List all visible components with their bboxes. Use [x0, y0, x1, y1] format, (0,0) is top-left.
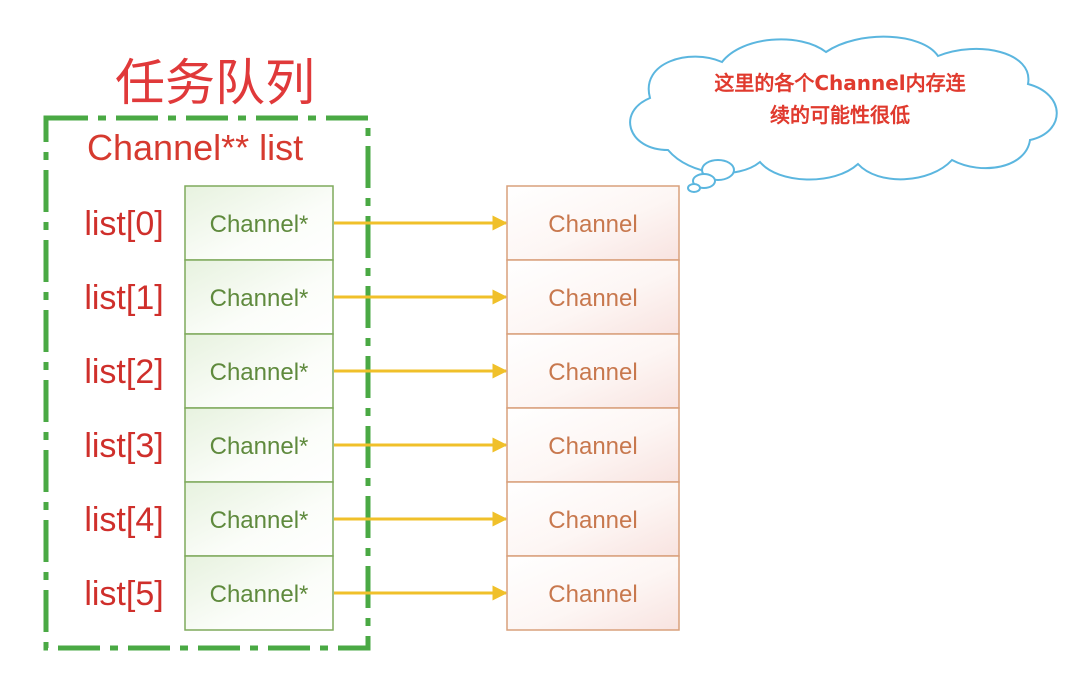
thought-cloud: 这里的各个Channel内存连 续的可能性很低 — [629, 35, 1058, 193]
cloud-shape — [629, 35, 1058, 181]
channel-cell-label: Channel — [548, 285, 637, 312]
channel-cell — [506, 481, 680, 557]
pointer-cell — [184, 259, 334, 335]
cloud-bubble-small — [687, 183, 701, 193]
list-frame-dashed — [43, 115, 371, 651]
list-index-label: list[0] — [84, 205, 163, 243]
channel-cell — [506, 185, 680, 261]
pointer-cell-label: Channel* — [210, 507, 309, 534]
list-index-label: list[4] — [84, 501, 163, 539]
channel-cell — [506, 555, 680, 631]
diagram-title: 任务队列 — [115, 54, 315, 112]
list-index-label: list[1] — [84, 279, 163, 317]
channel-cell-label: Channel — [548, 507, 637, 534]
pointer-cell-label: Channel* — [210, 433, 309, 460]
list-index-label: list[5] — [84, 575, 163, 613]
pointer-cell — [184, 333, 334, 409]
channel-cell-label: Channel — [548, 211, 637, 238]
pointer-cell — [184, 481, 334, 557]
pointer-cell — [184, 555, 334, 631]
list-label: Channel** list — [87, 127, 303, 168]
rows-group: list[0] Channel* Channel list[1] Channel* Cha… — [84, 185, 680, 631]
pointer-cell-label: Channel* — [210, 359, 309, 386]
pointer-cell-label: Channel* — [210, 285, 309, 312]
pointer-cell-label: Channel* — [210, 211, 309, 238]
channel-cell-label: Channel — [548, 433, 637, 460]
list-index-label: list[3] — [84, 427, 163, 465]
list-index-label: list[2] — [84, 353, 163, 391]
pointer-cell-label: Channel* — [210, 581, 309, 608]
cloud-note-line2: 续的可能性很低 — [770, 103, 910, 127]
channel-cell — [506, 407, 680, 483]
cloud-note-line1: 这里的各个Channel内存连 — [714, 71, 966, 95]
channel-cell — [506, 259, 680, 335]
channel-cell-label: Channel — [548, 581, 637, 608]
pointer-cell — [184, 407, 334, 483]
channel-cell-label: Channel — [548, 359, 637, 386]
